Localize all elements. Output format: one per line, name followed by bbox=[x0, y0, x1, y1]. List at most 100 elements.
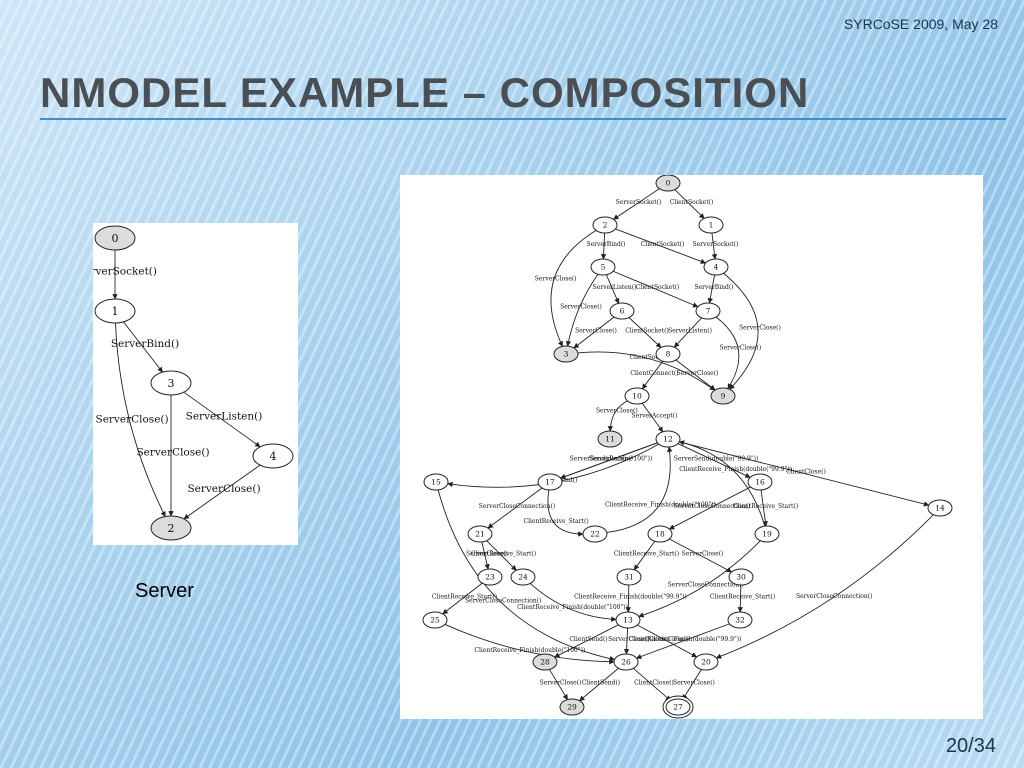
transition-edge bbox=[623, 627, 630, 655]
transition-edge bbox=[549, 669, 568, 701]
server-diagram-panel: ServerSocket()ServerBind()ServerClose()S… bbox=[77, 223, 298, 545]
state-label: 26 bbox=[621, 658, 631, 667]
transition-label: ServerClose() bbox=[739, 324, 781, 331]
state-label: 6 bbox=[620, 307, 625, 316]
transition-edge bbox=[183, 391, 261, 448]
server-state-diagram: ServerSocket()ServerBind()ServerClose()S… bbox=[77, 225, 294, 541]
state-label: 2 bbox=[603, 221, 608, 230]
transition-label: ServerClose() bbox=[677, 370, 719, 377]
transition-label: ServerCloseConnection() bbox=[674, 503, 750, 510]
transition-edge bbox=[600, 232, 607, 260]
transition-edge bbox=[442, 582, 483, 615]
transition-edge bbox=[444, 624, 615, 665]
transition-edge bbox=[635, 623, 730, 659]
transition-label: ClientReceive_Start() bbox=[471, 551, 536, 558]
transition-label: ServerClose() bbox=[560, 303, 602, 310]
transition-edge bbox=[607, 400, 628, 432]
transition-label: ClientReceive_Start() bbox=[733, 503, 798, 510]
state-node: 31 bbox=[616, 568, 642, 586]
state-node: 4 bbox=[703, 258, 729, 276]
transition-edge bbox=[547, 489, 584, 537]
transition-label: ServerSend(double("99.9")) bbox=[674, 456, 759, 463]
state-node: 27 bbox=[662, 695, 694, 719]
transition-label: ServerClose() bbox=[466, 551, 508, 558]
server-caption: Server bbox=[135, 580, 194, 602]
state-label: 0 bbox=[112, 232, 119, 245]
transition-label: ClientReceive_Finish(double("99.9")) bbox=[574, 594, 687, 601]
transition-label: ServerSend(double("100")) bbox=[570, 456, 653, 463]
transition-label: ClientReceive_Finish(double("99.9")) bbox=[679, 466, 792, 473]
transition-edge bbox=[674, 189, 705, 219]
state-node: 4 bbox=[252, 443, 294, 469]
transition-label: ServerSocket() bbox=[693, 241, 739, 248]
state-node: 29 bbox=[559, 698, 585, 716]
transition-edge bbox=[615, 228, 707, 264]
title-underline bbox=[40, 118, 1006, 120]
state-node: 10 bbox=[624, 387, 650, 405]
state-node: 30 bbox=[728, 568, 754, 586]
transition-edge bbox=[606, 446, 673, 533]
transition-edge bbox=[183, 464, 261, 520]
state-label: 14 bbox=[935, 504, 945, 513]
transition-label: ClientReceive_Finish(double("100")) bbox=[517, 604, 628, 611]
state-node: 11 bbox=[597, 430, 623, 448]
transition-edge bbox=[487, 487, 543, 529]
state-node: 6 bbox=[609, 302, 635, 320]
transition-label: ServerClose() bbox=[575, 328, 617, 335]
transition-label: ServerListen() bbox=[186, 411, 263, 423]
transition-label: ServerBind() bbox=[694, 284, 733, 291]
state-label: 20 bbox=[701, 658, 711, 667]
state-label: 3 bbox=[168, 377, 175, 390]
transition-edge bbox=[641, 360, 664, 390]
state-label: 27 bbox=[673, 703, 683, 712]
transition-edge bbox=[605, 274, 620, 304]
transition-label: ServerClose() bbox=[682, 551, 724, 558]
transition-label: ClientReceive_Start() bbox=[432, 594, 497, 601]
transition-label: ClientSocket() bbox=[641, 241, 685, 248]
state-label: 16 bbox=[755, 478, 765, 487]
state-label: 7 bbox=[706, 307, 711, 316]
transition-label: ServerCloseConnection() bbox=[465, 597, 541, 604]
state-label: 9 bbox=[721, 392, 726, 401]
slide-title: NModel Example – Composition bbox=[40, 69, 810, 116]
transition-label: ServerClose() bbox=[673, 680, 715, 687]
transition-edge bbox=[612, 270, 699, 308]
transition-label: ServerSocket() bbox=[616, 199, 662, 206]
transition-label: ClientReceive_Finish(double("99.9")) bbox=[629, 636, 742, 643]
header-meta: SYRCoSE 2009, May 28 bbox=[843, 16, 998, 32]
state-label: 31 bbox=[624, 573, 634, 582]
state-label: 11 bbox=[605, 435, 615, 444]
transition-edge bbox=[638, 540, 761, 618]
state-label: 17 bbox=[545, 478, 555, 487]
state-node: 17 bbox=[537, 473, 563, 491]
transition-edge bbox=[437, 489, 616, 662]
state-label: 29 bbox=[567, 703, 577, 712]
transition-label: ServerListen() bbox=[668, 328, 712, 335]
transition-label: ServerCloseConnection() bbox=[668, 581, 744, 588]
state-node: 12 bbox=[655, 430, 681, 448]
transition-label: ClientReceive_Start() bbox=[710, 594, 775, 601]
state-node: 21 bbox=[467, 525, 493, 543]
state-label: 4 bbox=[714, 263, 719, 272]
transition-edge bbox=[633, 667, 672, 702]
state-label: 25 bbox=[430, 616, 440, 625]
transition-label: ClientSocket() bbox=[670, 199, 714, 206]
transition-edge bbox=[554, 624, 619, 658]
state-label: 0 bbox=[666, 179, 671, 188]
state-node: 25 bbox=[422, 611, 448, 629]
transition-edge bbox=[715, 514, 934, 659]
state-label: 22 bbox=[590, 530, 600, 539]
state-node: 0 bbox=[94, 225, 136, 251]
transition-edge bbox=[737, 584, 743, 613]
state-label: 1 bbox=[709, 221, 714, 230]
state-node: 14 bbox=[927, 499, 953, 517]
state-label: 32 bbox=[735, 616, 745, 625]
transition-edge bbox=[115, 322, 166, 517]
transition-label: ServerClose() bbox=[540, 680, 582, 687]
transition-edge bbox=[715, 316, 740, 390]
transition-label: ClientSocket() bbox=[636, 284, 680, 291]
transition-label: ServerClose() bbox=[187, 483, 260, 495]
state-label: 8 bbox=[666, 350, 671, 359]
transition-edge bbox=[668, 486, 751, 530]
transition-label: ServerReceive bbox=[589, 456, 634, 463]
